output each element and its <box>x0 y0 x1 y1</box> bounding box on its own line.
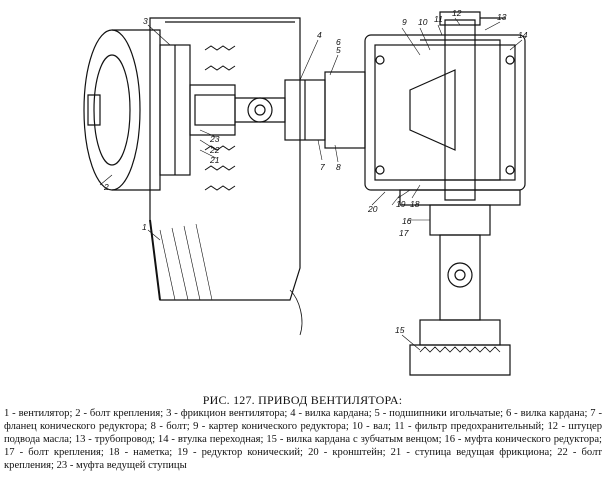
callout-17: 17 <box>399 228 409 238</box>
callout-11: 11 <box>434 14 443 24</box>
callout-8: 8 <box>336 162 341 172</box>
callout-5: 5 <box>336 45 341 55</box>
fan-shroud <box>149 17 301 301</box>
vertical-shaft <box>444 19 476 201</box>
callout-6: 6 <box>336 37 341 47</box>
callout-16: 16 <box>402 216 412 226</box>
fan-drive-drawing: 3 2 1 4 5 6 7 8 9 10 11 12 13 14 15 16 1… <box>83 8 528 376</box>
callout-18: 18 <box>410 199 420 209</box>
callout-19: 19 <box>396 199 406 209</box>
callout-2: 2 <box>103 182 109 192</box>
callout-3: 3 <box>143 16 148 26</box>
callout-10: 10 <box>418 17 428 27</box>
callout-20: 20 <box>367 204 378 214</box>
callout-22: 22 <box>209 145 220 155</box>
figure-title: РИС. 127. ПРИВОД ВЕНТИЛЯТОРА: <box>202 393 403 407</box>
callout-23: 23 <box>209 134 220 144</box>
callout-21: 21 <box>209 155 220 165</box>
fan-hub <box>83 29 141 191</box>
lower-cardan <box>439 234 481 321</box>
callout-9: 9 <box>402 17 407 27</box>
figure-legend: 1 - вентилятор; 2 - болт крепления; 3 - … <box>4 408 602 471</box>
callout-12: 12 <box>452 8 462 18</box>
callout-13: 13 <box>497 12 507 22</box>
callout-15: 15 <box>395 325 405 335</box>
callout-14: 14 <box>518 30 528 40</box>
callout-7: 7 <box>320 162 325 172</box>
callout-1: 1 <box>142 222 147 232</box>
callout-4a: 4 <box>317 30 322 40</box>
cardan-shaft <box>235 97 286 123</box>
